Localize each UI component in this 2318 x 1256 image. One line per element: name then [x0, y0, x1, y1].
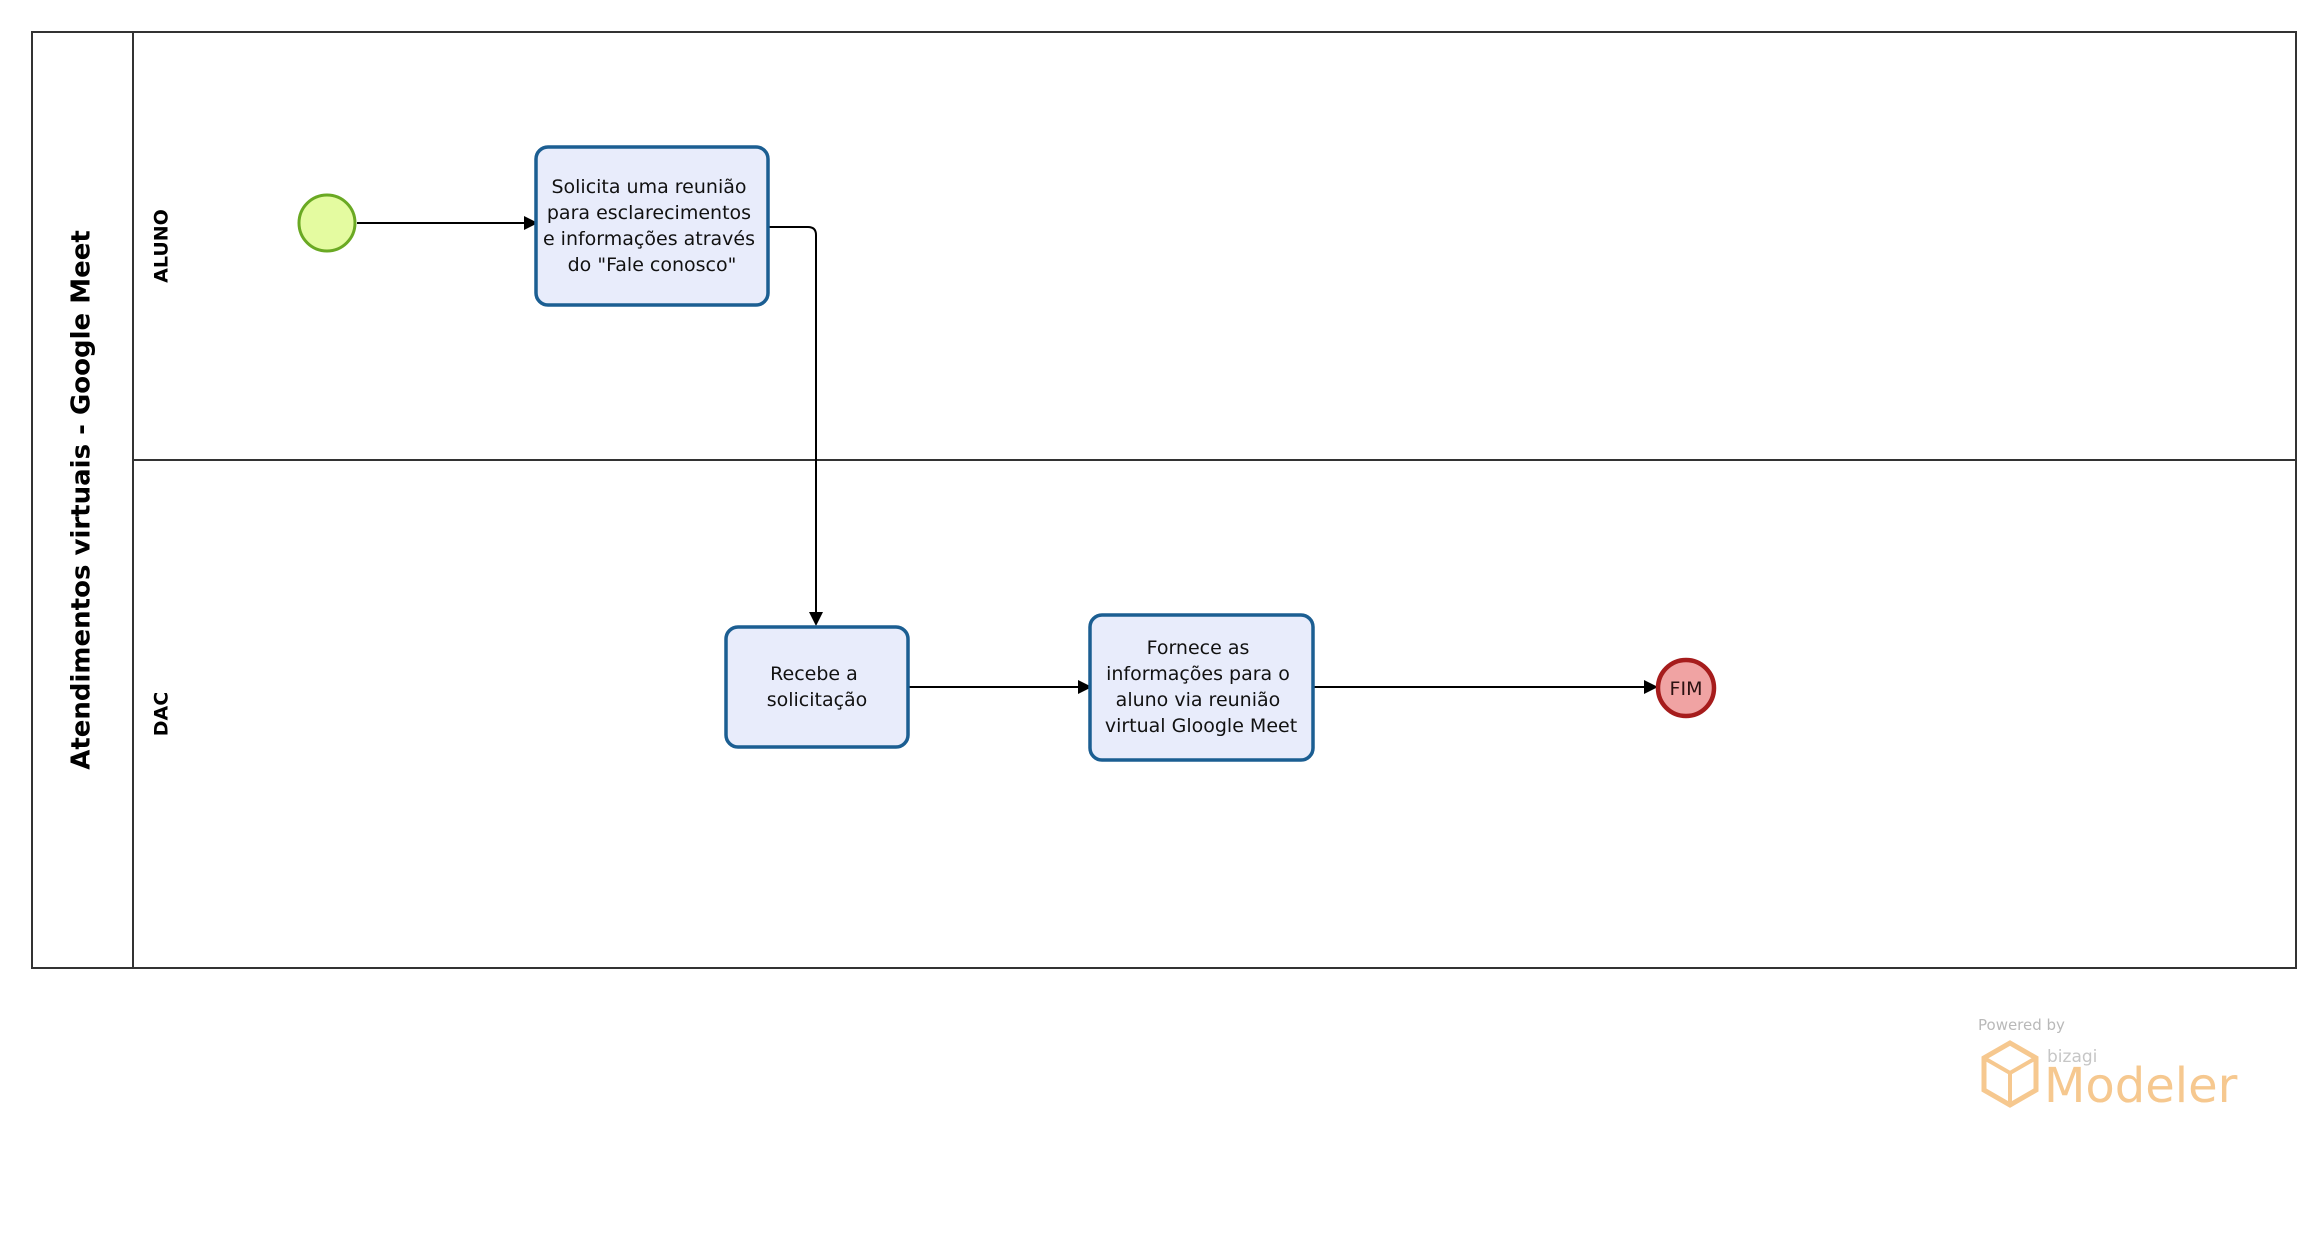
task-solicita-reuniao[interactable]: Solicita uma reunião para esclarecimento…	[534, 145, 770, 307]
task-box	[534, 145, 770, 307]
task-label-line: informações para o	[1106, 663, 1290, 685]
pool-title: Atendimentos virtuais - Google Meet	[67, 230, 97, 770]
bizagi-logo-icon	[1981, 1040, 2039, 1108]
task-box	[724, 625, 910, 749]
lane-dac[interactable]: DAC	[151, 692, 173, 736]
task-fornece-informacoes[interactable]: Fornece as informações para o aluno via …	[1088, 613, 1315, 762]
end-event[interactable]: FIM	[1655, 657, 1717, 719]
lane-aluno[interactable]: ALUNO	[133, 209, 2296, 461]
powered-by-text: Powered by	[1978, 1016, 2065, 1034]
lane-label-aluno: ALUNO	[151, 209, 173, 283]
start-event[interactable]	[297, 193, 357, 253]
flow-solicita-to-recebe[interactable]	[768, 226, 823, 626]
task-label: Recebe a solicitação	[767, 663, 868, 711]
task-label: Solicita uma reunião para esclarecimento…	[543, 176, 761, 276]
pool-border	[31, 31, 2297, 969]
task-label-line: solicitação	[767, 689, 868, 711]
task-label-line: para esclarecimentos	[547, 202, 751, 224]
task-box	[1088, 613, 1315, 762]
end-event-label: FIM	[1670, 678, 1703, 700]
task-label-line: aluno via reunião	[1116, 689, 1281, 711]
modeler-product-text: Modeler	[2044, 1058, 2238, 1114]
task-label-line: virtual Gloogle Meet	[1105, 715, 1297, 737]
task-label-line: Solicita uma reunião	[551, 176, 746, 198]
bizagi-watermark: Powered by bizagi Modeler	[1978, 1016, 2238, 1114]
lane-label-dac: DAC	[151, 692, 173, 736]
task-label: Fornece as informações para o aluno via …	[1105, 637, 1297, 737]
task-label-line: Fornece as	[1147, 637, 1250, 659]
pool[interactable]: Atendimentos virtuais - Google Meet	[31, 31, 2297, 969]
end-event-circle	[1655, 657, 1717, 719]
task-label-line: Recebe a	[770, 663, 858, 685]
sequence-flows	[357, 216, 1658, 694]
task-label-line: do "Fale conosco"	[568, 254, 737, 276]
task-label-line: e informações através	[543, 228, 755, 250]
bizagi-brand-text: bizagi	[2047, 1047, 2097, 1067]
task-recebe-solicitacao[interactable]: Recebe a solicitação	[724, 625, 910, 749]
